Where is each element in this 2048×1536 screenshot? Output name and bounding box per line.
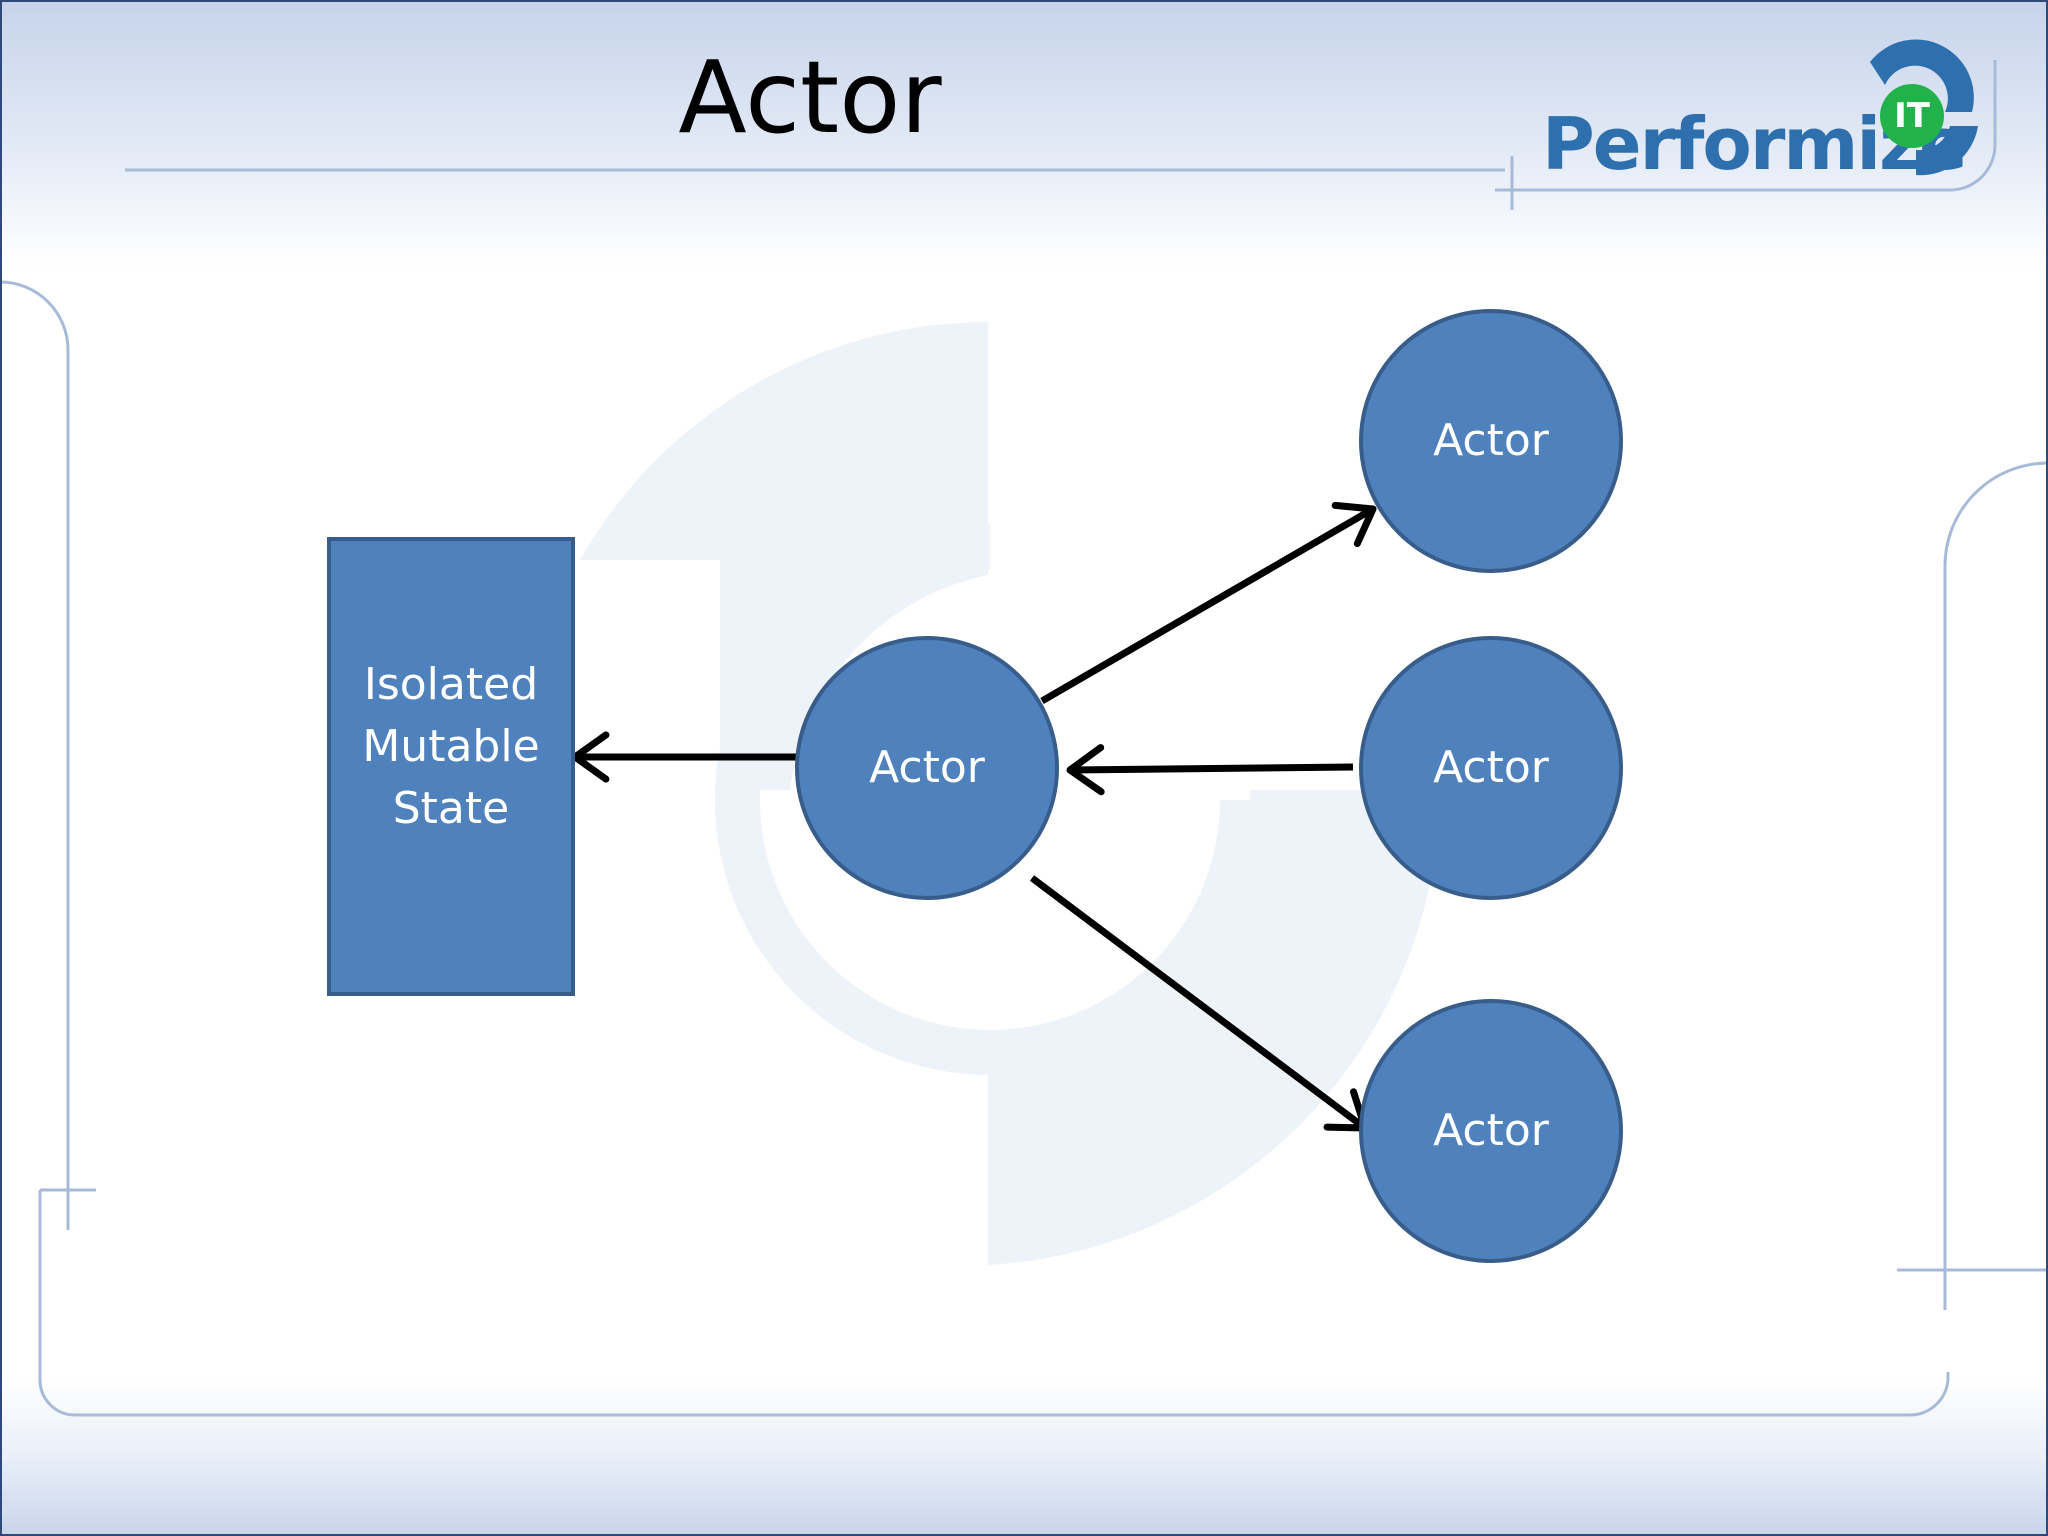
logo-badge: IT [1880,84,1944,148]
logo-arc-top [1870,39,1974,112]
arrowhead [1066,744,1105,796]
decorative-frame [0,60,2048,1417]
actor-center-shape [795,636,1059,900]
arrow-actor-center-to-actor-top [1040,501,1377,705]
slide-title: Actor [678,39,942,156]
watermark-logo [580,322,1440,1265]
arrow-actor-middle-to-actor-center [1066,744,1354,796]
diagram-nodes [327,309,1623,1263]
arrows [571,501,1377,1132]
arrowhead [1331,501,1377,548]
arrow-line [1069,763,1354,774]
state-box-shape [327,537,575,996]
actor-middle-shape [1359,636,1623,900]
arrow-line [1029,875,1368,1131]
logo-arc-bottom [1916,126,1978,176]
actor-top-shape [1359,309,1623,573]
logo-mark [1870,39,1978,176]
actor-bottom-shape [1359,999,1623,1263]
arrow-line [1040,505,1375,705]
